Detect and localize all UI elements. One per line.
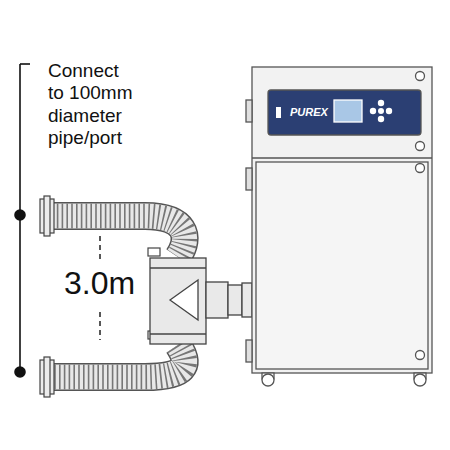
y-piece: [150, 258, 252, 344]
hose-cuff: [40, 196, 54, 397]
extractor-unit: [246, 67, 432, 386]
control-panel-logo: PUREX: [268, 90, 334, 135]
connection-note: Connect to 100mm diameter pipe/port: [48, 60, 136, 150]
brand-logo: PUREX: [276, 107, 328, 118]
dimension-label: 3.0m: [64, 266, 135, 301]
bracket: [15, 64, 30, 377]
